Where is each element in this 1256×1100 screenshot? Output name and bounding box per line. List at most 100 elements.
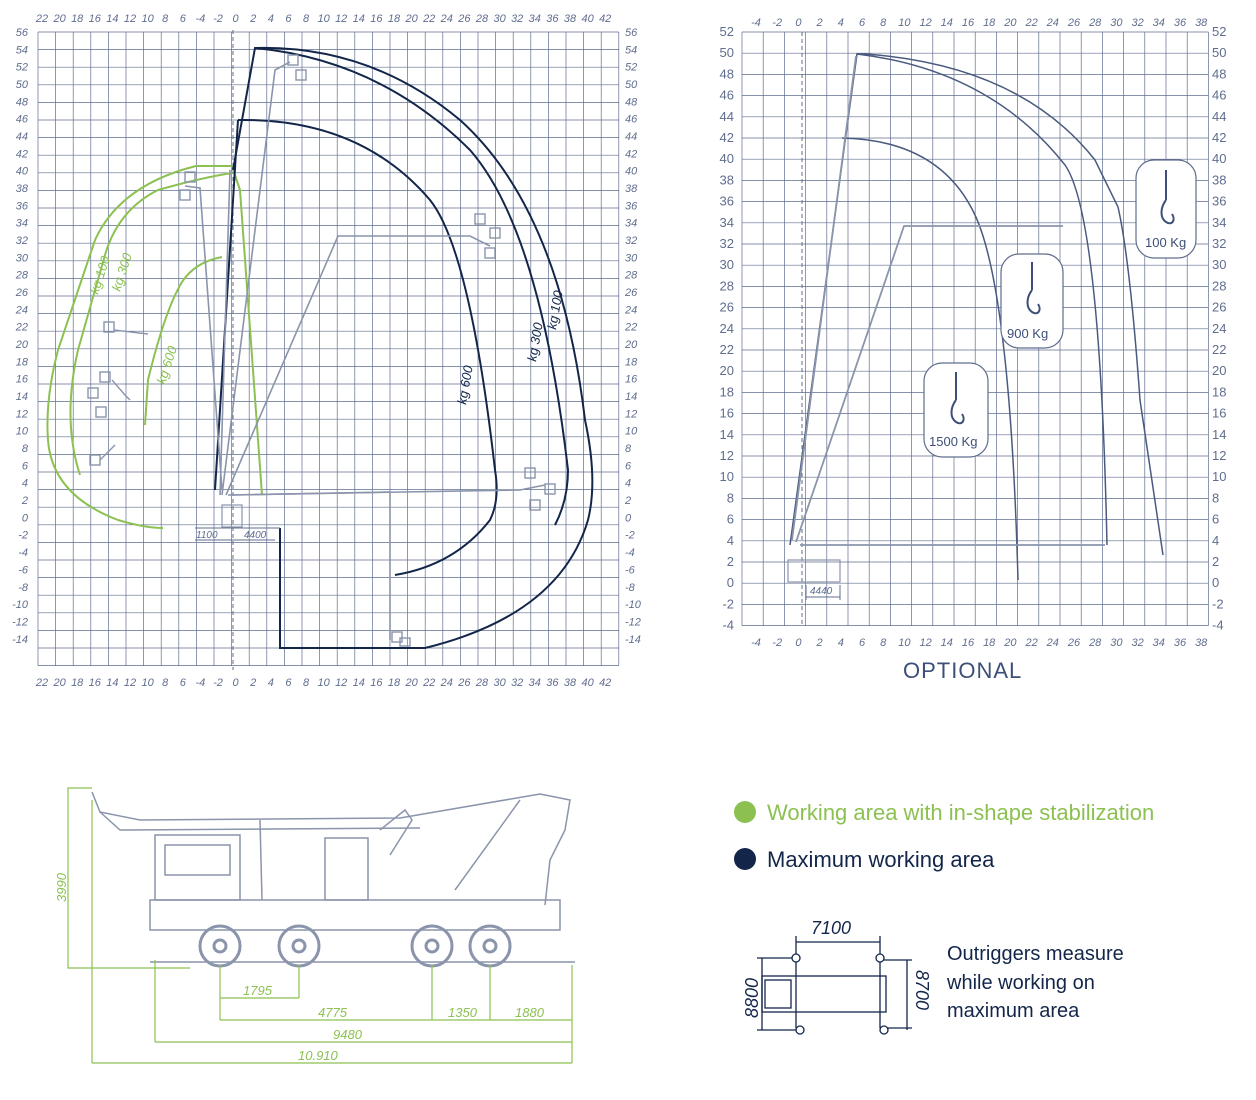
x-tick-label: 22 <box>35 13 48 25</box>
y-tick-label: 10 <box>720 469 734 484</box>
y-tick-label: 12 <box>1212 448 1226 463</box>
y-tick-label: 10 <box>625 426 638 438</box>
y-tick-label: 18 <box>16 356 29 368</box>
y-tick-label: 32 <box>1212 236 1226 251</box>
y-tick-label: 32 <box>720 236 734 251</box>
boom-positions <box>184 61 546 640</box>
y-tick-label: 2 <box>727 554 734 569</box>
y-tick-label: 0 <box>625 512 632 524</box>
dim-9480: 9480 <box>333 1027 363 1042</box>
y-tick-label: 40 <box>16 166 29 178</box>
x-tick-label: 8 <box>880 637 887 649</box>
x-tick-label: 38 <box>564 677 577 689</box>
x-tick-label: 38 <box>1195 637 1208 649</box>
y-tick-label: 54 <box>625 44 637 56</box>
x-tick-label: 16 <box>962 17 975 29</box>
x-tick-label: 24 <box>1046 637 1059 649</box>
y-tick-label: -4 <box>1212 618 1224 633</box>
y-tick-label: 26 <box>720 300 734 315</box>
x-tick-label: 2 <box>816 637 823 649</box>
y-tick-label: 8 <box>1212 490 1219 505</box>
x-tick-label: 12 <box>335 13 347 25</box>
y-tick-label: 56 <box>625 27 638 39</box>
y-tick-label: 28 <box>1212 278 1226 293</box>
y-tick-label: 8 <box>625 443 632 455</box>
y-tick-label: -4 <box>18 547 28 559</box>
x-tick-label: 26 <box>457 13 471 25</box>
right-envelope-1500kg <box>841 137 1019 581</box>
x-tick-label: -4 <box>196 677 206 689</box>
y-tick-label: 0 <box>22 512 29 524</box>
outrigger-note-2: while working on <box>946 972 1095 994</box>
y-tick-label: 24 <box>1212 321 1226 336</box>
load-badge-100: 100 Kg <box>1135 159 1197 259</box>
y-tick-label: -14 <box>625 634 641 646</box>
x-tick-label: 8 <box>303 13 310 25</box>
x-tick-label: 26 <box>1067 17 1081 29</box>
y-tick-label: 16 <box>625 374 638 386</box>
y-tick-label: 24 <box>624 304 637 316</box>
y-tick-label: 38 <box>625 183 638 195</box>
x-tick-label: 26 <box>1067 637 1081 649</box>
y-tick-label: -4 <box>625 547 635 559</box>
y-tick-label: 30 <box>16 252 29 264</box>
outriggers-diagram: 7100 8800 8700 Outriggers measure while … <box>742 918 1124 1035</box>
y-tick-label: 24 <box>720 321 734 336</box>
y-tick-label: 34 <box>625 218 637 230</box>
load-badge-900: 900 Kg <box>1000 253 1064 349</box>
y-tick-label: 4 <box>1212 533 1219 548</box>
y-tick-label: 44 <box>625 131 637 143</box>
x-tick-label: 4 <box>838 637 844 649</box>
y-tick-label: 22 <box>1212 342 1226 357</box>
y-tick-label: 24 <box>15 304 28 316</box>
x-tick-label: 34 <box>1153 17 1165 29</box>
y-tick-label: 22 <box>15 322 28 334</box>
right-envelope-100kg <box>789 53 1164 556</box>
green-label-kg600: kg 600 <box>154 343 181 385</box>
x-tick-label: 30 <box>493 677 506 689</box>
navy-label-kg100: kg 100 <box>544 289 566 331</box>
x-tick-label: 16 <box>370 677 383 689</box>
x-tick-label: 6 <box>180 677 187 689</box>
right-booms <box>791 55 1105 546</box>
dim-4440: 4440 <box>810 586 833 597</box>
x-tick-label: 20 <box>52 677 66 689</box>
y-tick-label: 26 <box>624 287 638 299</box>
x-tick-label: 24 <box>1046 17 1059 29</box>
y-tick-label: 4 <box>625 478 631 490</box>
y-tick-label: 22 <box>720 342 734 357</box>
x-tick-label: 18 <box>388 677 401 689</box>
outrigger-note-3: maximum area <box>947 1000 1080 1022</box>
x-tick-label: 0 <box>233 677 240 689</box>
y-tick-label: 38 <box>720 172 734 187</box>
x-tick-label: 30 <box>1110 17 1123 29</box>
x-tick-label: 22 <box>422 13 435 25</box>
outrigger-right: 8700 <box>912 970 932 1010</box>
hook-icon <box>950 372 965 425</box>
x-tick-label: -4 <box>196 13 206 25</box>
y-tick-label: -2 <box>1212 596 1224 611</box>
y-tick-label: 20 <box>1212 363 1226 378</box>
x-tick-label: 10 <box>898 637 911 649</box>
x-tick-label: 8 <box>880 17 887 29</box>
baskets <box>87 54 556 647</box>
x-tick-label: 34 <box>529 13 541 25</box>
y-tick-label: 26 <box>1212 300 1226 315</box>
y-tick-label: 28 <box>720 278 734 293</box>
y-tick-label: 20 <box>720 363 734 378</box>
x-tick-label: 10 <box>317 13 330 25</box>
y-tick-label: 46 <box>625 114 638 126</box>
x-tick-label: 20 <box>404 13 418 25</box>
y-tick-label: -10 <box>12 599 29 611</box>
x-tick-label: 32 <box>1131 17 1143 29</box>
left-y-axis-right: 5654525048464442403836343230282624222018… <box>624 27 642 646</box>
x-tick-label: 12 <box>124 13 136 25</box>
y-tick-label: -12 <box>12 616 28 628</box>
x-tick-label: 8 <box>162 677 169 689</box>
x-tick-label: 18 <box>983 637 996 649</box>
dim-1350: 1350 <box>448 1005 478 1020</box>
y-tick-label: 30 <box>1212 257 1226 272</box>
